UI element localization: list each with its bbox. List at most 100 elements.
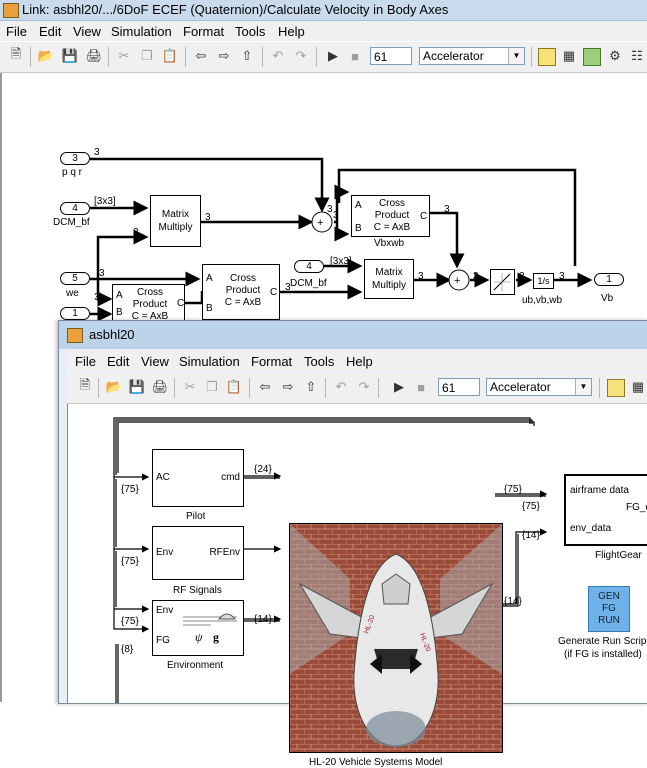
chevron-down-icon[interactable]: ▼: [575, 379, 591, 395]
signal-dim-label: 3: [99, 268, 105, 279]
menu-file[interactable]: File: [6, 24, 27, 39]
menu-format[interactable]: Format: [183, 24, 225, 39]
build-icon[interactable]: [607, 379, 625, 397]
new-model-icon[interactable]: 🗎: [10, 46, 22, 61]
menu-simulation[interactable]: Simulation: [111, 24, 172, 39]
menu-simulation[interactable]: Simulation: [179, 354, 240, 369]
window-title: asbhl20: [89, 327, 135, 342]
block-label: ub,vb,wb: [522, 295, 563, 306]
flightgear-block[interactable]: airframe data env_data FG_d: [564, 474, 647, 546]
model-canvas[interactable]: AC cmd Pilot {24} Env RFEnv RF Signals E…: [67, 404, 647, 768]
sim-mode-dropdown[interactable]: Accelerator ▼: [486, 378, 592, 396]
signal-dim-label: 3: [327, 204, 333, 215]
stop-icon[interactable]: ■: [351, 48, 359, 64]
saturation-block[interactable]: [490, 269, 515, 295]
up-arrow-icon[interactable]: ⇧: [241, 48, 253, 63]
cross-product-title: Cross Product C = AxB: [131, 287, 169, 322]
rf-signals-block[interactable]: Env RFEnv: [152, 526, 244, 580]
stop-icon[interactable]: ■: [417, 379, 425, 395]
bus-dim-label: {75}: [121, 616, 139, 627]
cut-icon[interactable]: ✂: [184, 379, 196, 394]
toolbar-separator: [98, 378, 99, 398]
port-c: C: [270, 287, 278, 298]
signal-dim-label: 3: [94, 292, 100, 303]
matrix-multiply-block[interactable]: Matrix Multiply: [364, 259, 414, 299]
cross-product-block[interactable]: A B C Cross Product C = AxB: [202, 264, 280, 320]
print-icon[interactable]: 🖨: [85, 48, 103, 63]
paste-icon[interactable]: 📋: [161, 48, 179, 63]
menu-tools[interactable]: Tools: [235, 24, 266, 39]
svg-text:+: +: [454, 275, 460, 287]
cross-product-block[interactable]: A B C Cross Product C = AxB: [351, 195, 430, 237]
signal-dim-label: 3: [444, 204, 450, 215]
sim-mode-dropdown[interactable]: Accelerator ▼: [419, 47, 525, 65]
debug-icon[interactable]: ☷: [631, 48, 643, 63]
port-label: cmd: [221, 472, 240, 483]
menu-help[interactable]: Help: [278, 24, 305, 39]
signal-dim-label: 3: [519, 271, 525, 282]
up-arrow-icon[interactable]: ⇧: [305, 379, 317, 394]
integrator-block[interactable]: 1/s: [533, 273, 554, 289]
inport-pqr[interactable]: 3: [60, 152, 90, 165]
environment-icon: ψ g: [183, 613, 237, 644]
port-a: A: [116, 290, 123, 301]
redo-icon[interactable]: ↷: [295, 48, 307, 63]
pilot-block[interactable]: AC cmd: [152, 449, 244, 507]
forward-arrow-icon[interactable]: ⇨: [218, 48, 230, 63]
signal-dim-label: 3: [205, 212, 211, 223]
outport-label: Vb: [601, 293, 614, 304]
menu-help[interactable]: Help: [346, 354, 373, 369]
hl20-vehicle-block[interactable]: HL-20 HL-20: [289, 523, 503, 753]
outport-vb[interactable]: 1: [594, 273, 624, 286]
open-folder-icon[interactable]: 📂: [37, 48, 55, 63]
back-arrow-icon[interactable]: ⇦: [195, 48, 207, 63]
save-icon[interactable]: 💾: [128, 379, 146, 394]
copy-icon[interactable]: ❐: [141, 48, 153, 63]
menu-edit[interactable]: Edit: [39, 24, 62, 39]
model-explorer-icon[interactable]: ⚙: [609, 48, 621, 63]
play-icon[interactable]: ▶: [394, 379, 404, 394]
inport-we[interactable]: 5: [60, 272, 90, 285]
inport-dcm-inner[interactable]: 4: [294, 260, 324, 273]
open-folder-icon[interactable]: 📂: [105, 379, 123, 394]
build-icon[interactable]: [538, 48, 556, 66]
paste-icon[interactable]: 📋: [225, 379, 243, 394]
environment-block[interactable]: Env FG ψ g: [152, 600, 244, 656]
model-grid-icon[interactable]: ▦: [562, 48, 576, 63]
port-a: A: [355, 200, 362, 211]
toolbar-separator: [174, 378, 175, 398]
save-icon[interactable]: 💾: [61, 48, 79, 63]
stop-time-field[interactable]: 61: [370, 47, 412, 65]
cross-product-block[interactable]: A B C Cross Product C = AxB: [112, 284, 185, 324]
inport-x[interactable]: 1: [60, 307, 90, 320]
matrix-multiply-block[interactable]: Matrix Multiply: [150, 195, 201, 247]
menu-view[interactable]: View: [141, 354, 169, 369]
undo-icon[interactable]: ↶: [335, 379, 347, 394]
model-grid-icon[interactable]: ▦: [631, 379, 645, 394]
stop-time-field[interactable]: 61: [438, 378, 480, 396]
menu-view[interactable]: View: [73, 24, 101, 39]
back-arrow-icon[interactable]: ⇦: [259, 379, 271, 394]
block-label: HL-20 Vehicle Systems Model: [309, 757, 443, 768]
new-model-icon[interactable]: 🗎: [79, 377, 91, 392]
redo-icon[interactable]: ↷: [358, 379, 370, 394]
inport-dcm[interactable]: 4: [60, 202, 90, 215]
hl20-vehicle-image: HL-20 HL-20: [290, 524, 502, 752]
chevron-down-icon[interactable]: ▼: [508, 48, 524, 64]
cut-icon[interactable]: ✂: [118, 48, 130, 63]
signal-dim-label: [3x3]: [330, 256, 352, 267]
inport-label: p q r: [62, 167, 83, 178]
library-browser-icon[interactable]: [583, 48, 601, 66]
play-icon[interactable]: ▶: [328, 48, 338, 63]
menu-tools[interactable]: Tools: [304, 354, 335, 369]
print-icon[interactable]: 🖨: [151, 379, 169, 394]
toolbar-separator: [531, 47, 532, 67]
menu-edit[interactable]: Edit: [107, 354, 130, 369]
undo-icon[interactable]: ↶: [272, 48, 284, 63]
copy-icon[interactable]: ❐: [206, 379, 218, 394]
generate-run-script-button[interactable]: GEN FG RUN: [588, 586, 630, 632]
menu-file[interactable]: File: [75, 354, 96, 369]
cross-product-title: Cross Product C = AxB: [224, 273, 262, 308]
menu-format[interactable]: Format: [251, 354, 293, 369]
forward-arrow-icon[interactable]: ⇨: [282, 379, 294, 394]
